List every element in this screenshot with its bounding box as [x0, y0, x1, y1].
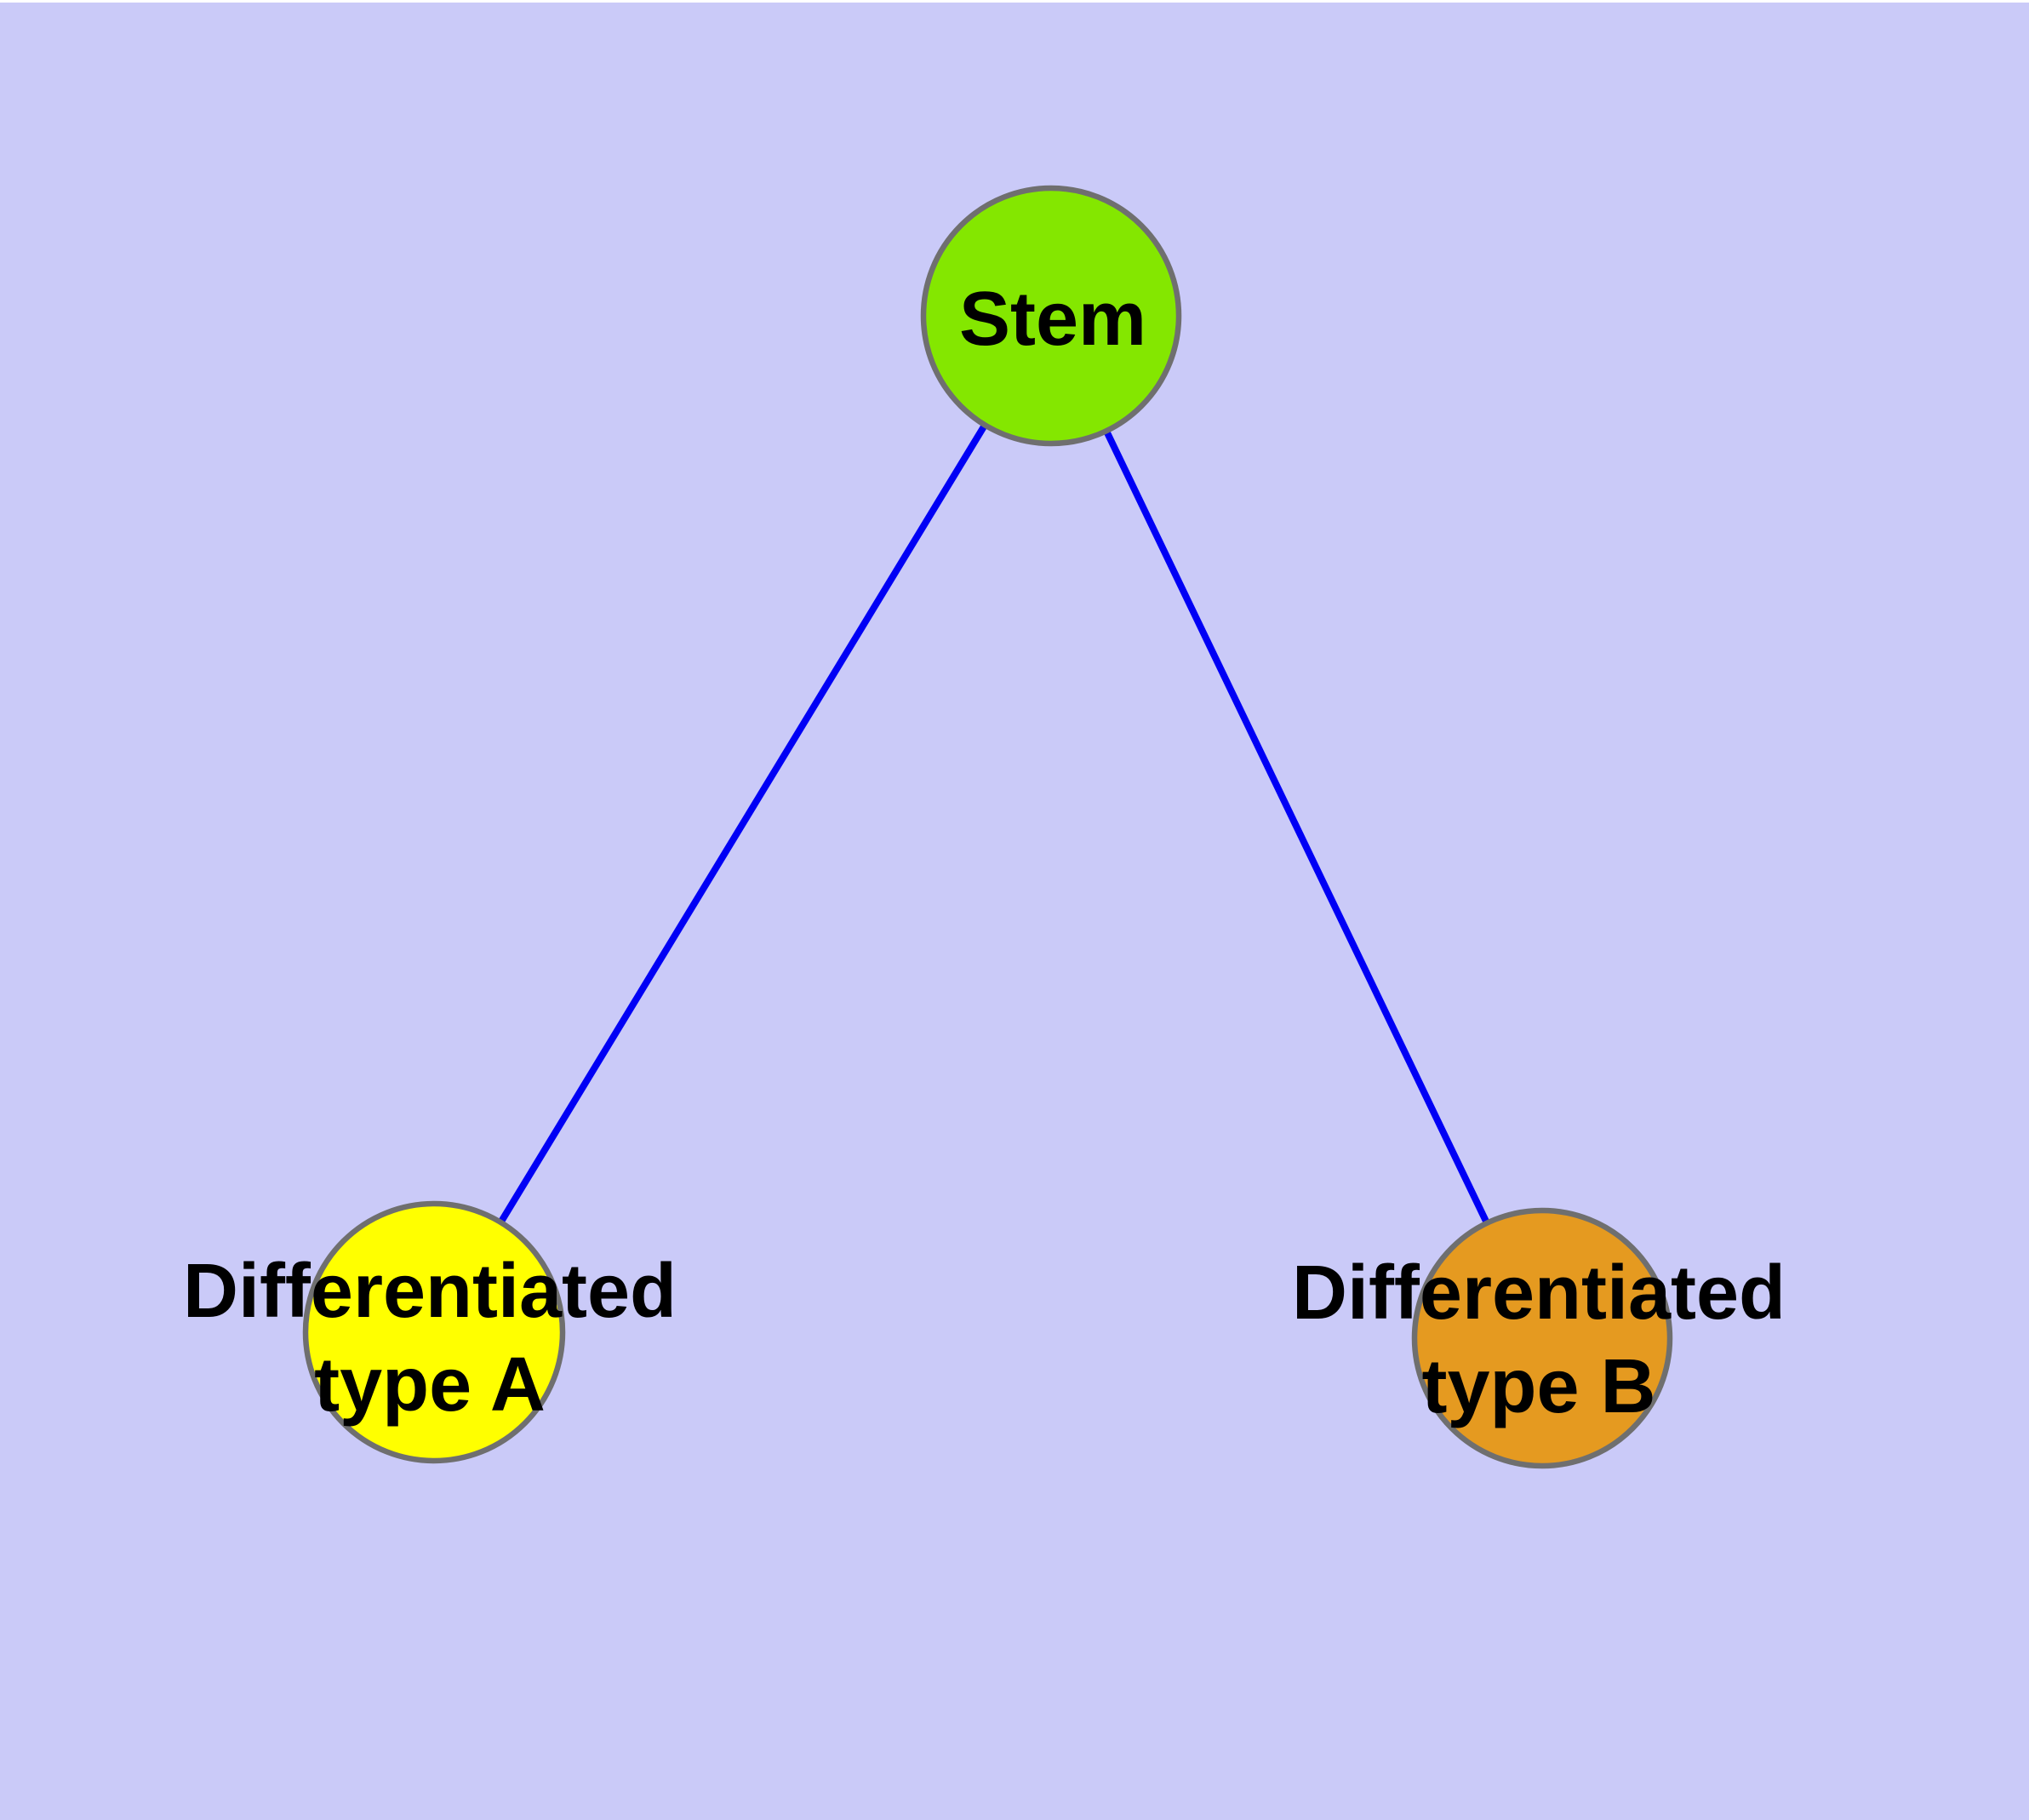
node-type-b-label-line-1: Differentiated — [1292, 1251, 1786, 1336]
node-type-b-label-line-2: type B — [1421, 1344, 1655, 1429]
node-type-a-label-line-2: type A — [314, 1342, 546, 1428]
node-differentiated-type-a — [302, 1200, 566, 1464]
node-type-a-label-line-1: Differentiated — [183, 1249, 677, 1334]
node-differentiated-type-b — [1411, 1207, 1673, 1469]
edge-stem-to-type-b — [1048, 314, 1546, 1340]
node-stem-label: Stem — [959, 277, 1146, 362]
edge-stem-to-type-a — [431, 313, 1055, 1335]
node-stem — [920, 185, 1182, 447]
